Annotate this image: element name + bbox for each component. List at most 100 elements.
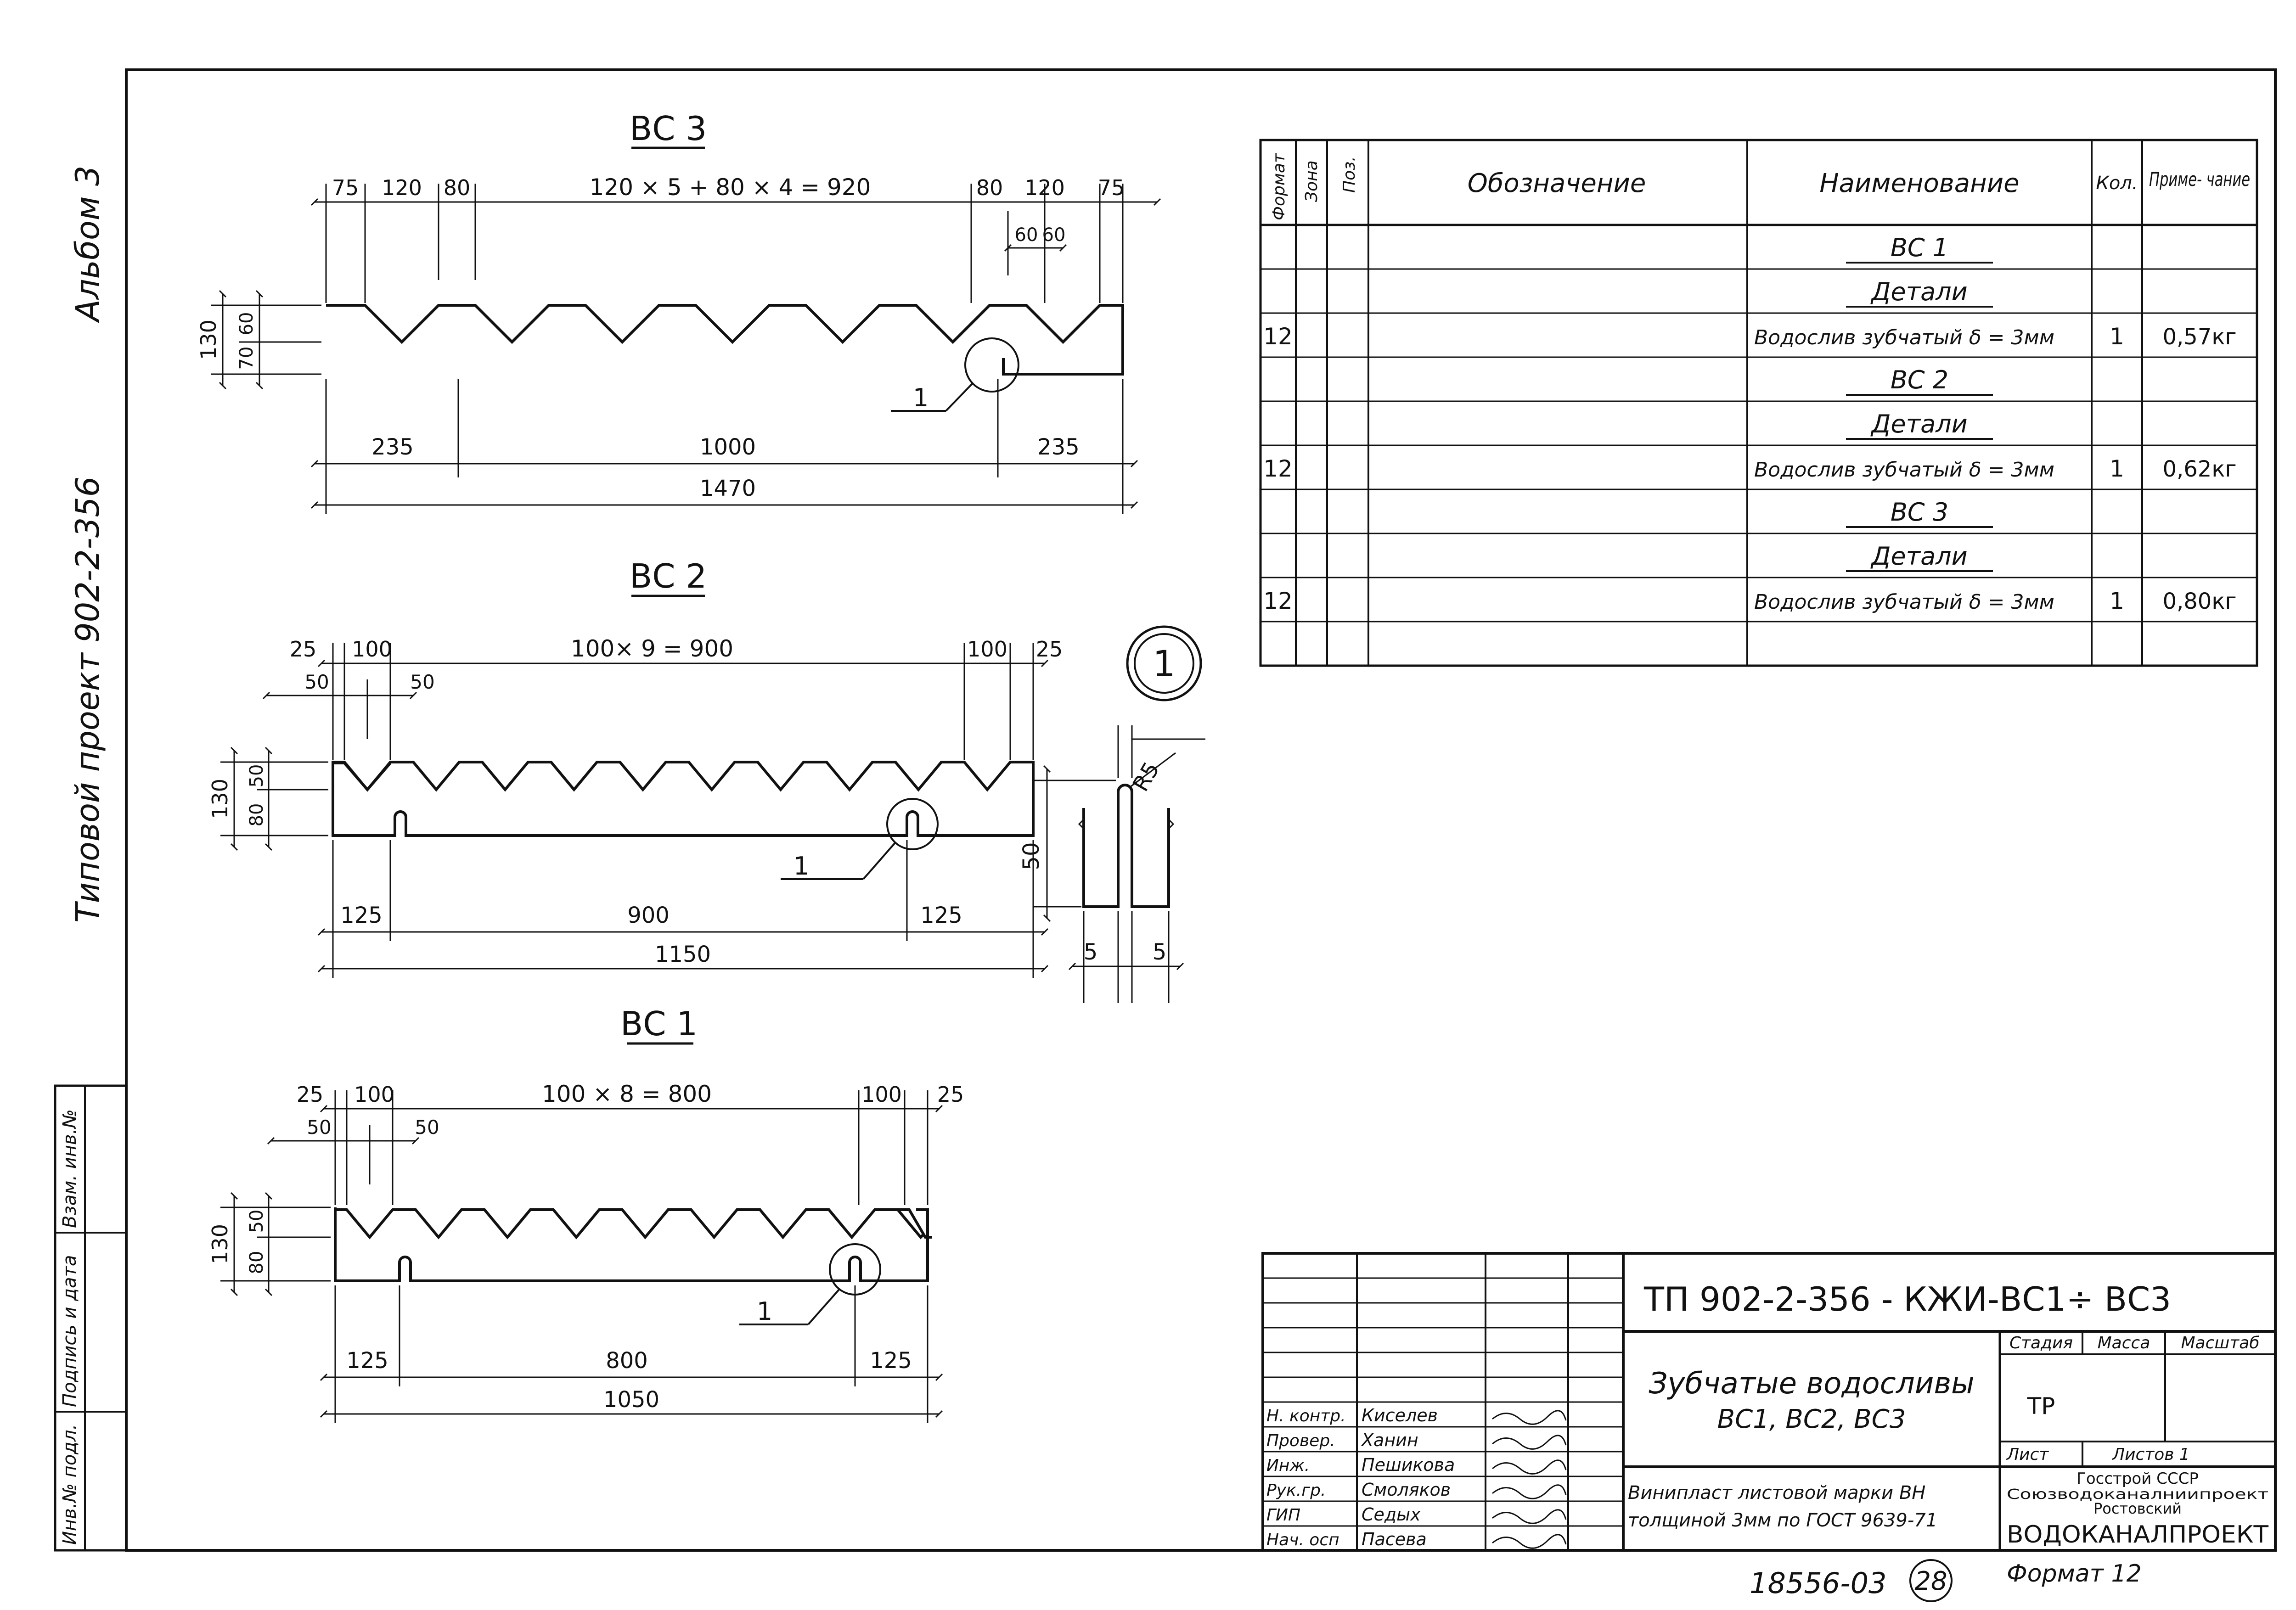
spec-cell-name: Детали [1870, 410, 1968, 438]
vc2-bottom-125b: 125 [920, 903, 962, 928]
spec-table: Формат Зона Поз. Обозначение Наименовани… [1259, 139, 2258, 667]
staff-role: Рук.гр. [1266, 1481, 1326, 1500]
stage-label: Стадия [2009, 1334, 2073, 1352]
staff-row: Н. контр.Киселев [1266, 1405, 1567, 1425]
spec-row: ВС 2 [1846, 365, 1993, 396]
vc2-leader-label: 1 [793, 852, 809, 881]
spec-header-qty: Кол. [2096, 173, 2138, 194]
vc3-total: 1470 [700, 476, 756, 501]
vc3-sub-60a: 60 [1015, 224, 1038, 246]
spec-row: Детали [1846, 277, 1993, 308]
vc1-bottom-125a: 125 [346, 1348, 388, 1374]
drawing-code: ТП 902-2-356 - КЖИ-ВС1÷ ВС3 [1643, 1280, 2171, 1318]
detail-profile [1082, 784, 1170, 908]
spec-row: Детали [1846, 542, 1993, 572]
signature-mark [1492, 1435, 1567, 1450]
vc1-dim-100b: 100 [861, 1082, 902, 1107]
detail-marker-inner [1134, 633, 1194, 694]
stage-value: ТР [2027, 1393, 2055, 1419]
vc1-leader-label: 1 [757, 1297, 772, 1326]
sheets-label: Листов 1 [2111, 1445, 2190, 1464]
vc2-dim-25b: 25 [1036, 637, 1063, 662]
staff-name: Ханин [1361, 1430, 1418, 1450]
signature-mark [1492, 1459, 1567, 1475]
signature-mark [1492, 1484, 1567, 1499]
spec-cell-format: 12 [1263, 455, 1293, 482]
vc1-height-130: 130 [208, 1224, 232, 1264]
vc2-dim-100b: 100 [967, 637, 1007, 662]
detail-width-a: 5 [1084, 939, 1098, 965]
staff-name: Пешикова [1362, 1455, 1455, 1475]
drawing-name-line2: ВС1, ВС2, ВС3 [1717, 1404, 1906, 1434]
spec-cell-name: ВС 3 [1891, 498, 1948, 527]
spec-cell-name: Детали [1870, 277, 1968, 306]
inv-vzam-label: Взам. инв.№ [59, 1109, 80, 1228]
vc3-dim-120a: 120 [382, 175, 422, 200]
detail-1: 1 R5 50 5 5 [1019, 625, 1205, 1003]
vc1-dim-main: 100 × 8 = 800 [542, 1081, 712, 1107]
album-label: Альбом 3 [69, 166, 107, 323]
spec-cell-qty: 1 [2110, 588, 2124, 614]
staff-role: Н. контр. [1266, 1407, 1346, 1425]
vc2-dim-25a: 25 [290, 637, 317, 662]
margin-stamp: Взам. инв.№ Подпись и дата Инв.№ подл. [54, 1084, 128, 1552]
org-line2: Союзводоканалниипроект [2007, 1487, 2268, 1503]
vc3-height-130: 130 [196, 320, 221, 360]
spec-cell-note: 0,57кг [2162, 324, 2236, 350]
vc2-plate-body [332, 763, 1035, 837]
vc3-dim-75a: 75 [332, 175, 359, 200]
vc2-sub-50b: 50 [410, 671, 434, 693]
vc3-leader-label: 1 [913, 383, 929, 412]
vc3-title: ВС 3 [630, 109, 707, 148]
sign-date-label: Подпись и дата [59, 1255, 80, 1407]
title-block: Н. контр.КиселевПровер.ХанинИнж.Пешикова… [1261, 1252, 2277, 1552]
vc1-bottom-800: 800 [606, 1348, 648, 1374]
vc3-height-70: 70 [236, 347, 257, 370]
vc2-detail-circle [886, 798, 939, 850]
spec-row: Детали [1846, 410, 1993, 440]
vc1-height-50: 50 [246, 1210, 267, 1233]
staff-row: Инж.Пешикова [1266, 1455, 1567, 1475]
staff-name: Пасева [1362, 1529, 1427, 1549]
material-line1: Винипласт листовой марки ВН [1628, 1482, 1925, 1503]
detail-marker-label: 1 [1153, 644, 1176, 685]
drawing-vc1: ВС 1 1 25 100 100 × 8 = 800 100 25 50 50… [208, 1004, 964, 1423]
staff-row: Рук.гр. Смоляков [1266, 1480, 1567, 1500]
vc1-height-80: 80 [246, 1251, 267, 1274]
spec-cell-name: Детали [1870, 542, 1968, 571]
page-number: 28 [1914, 1566, 1947, 1596]
spec-cell-name: Водослив зубчатый δ = 3мм [1754, 326, 2054, 349]
vc2-dim-main: 100× 9 = 900 [571, 635, 733, 662]
spec-header-zone: Зона [1302, 160, 1321, 202]
drawing-vc3: ВС 3 1 75 120 80 120 × 5 + 80 × 4 = 920 … [196, 109, 1161, 514]
drawing-name-line1: Зубчатые водосливы [1649, 1367, 1974, 1401]
vc1-plate [334, 1207, 924, 1240]
vc2-height-80: 80 [246, 803, 267, 827]
staff-name: Смоляков [1362, 1480, 1451, 1500]
vc1-title: ВС 1 [620, 1004, 698, 1043]
vc3-dim-75b: 75 [1098, 175, 1125, 200]
staff-role: Нач. осп [1266, 1531, 1339, 1549]
vc2-dim-100a: 100 [352, 637, 392, 662]
page-number-circle [1909, 1559, 1953, 1602]
vc3-dim-120b: 120 [1024, 175, 1065, 200]
project-label: Типовой проект 902-2-356 [69, 477, 107, 923]
spec-cell-name: ВС 2 [1891, 365, 1948, 394]
spec-cell-qty: 1 [2110, 455, 2124, 482]
signature-mark [1492, 1410, 1567, 1425]
vc2-total: 1150 [655, 942, 711, 967]
spec-cell-name: ВС 1 [1891, 233, 1948, 262]
staff-row: Нач. осп Пасева [1266, 1529, 1567, 1549]
org-line1: Госстрой СССР [2077, 1470, 2199, 1488]
mass-label: Масса [2098, 1334, 2150, 1352]
vc2-sub-50a: 50 [304, 671, 329, 693]
material-line2: толщиной 3мм по ГОСТ 9639-71 [1628, 1510, 1937, 1531]
spec-cell-name: Водослив зубчатый δ = 3мм [1754, 458, 2054, 482]
drawing-vc2: ВС 2 1 25 100 100× 9 = 900 100 25 50 50 … [208, 557, 1063, 978]
vc3-sub-60b: 60 [1042, 224, 1066, 246]
spec-header-note: Приме- чание [2149, 168, 2250, 191]
